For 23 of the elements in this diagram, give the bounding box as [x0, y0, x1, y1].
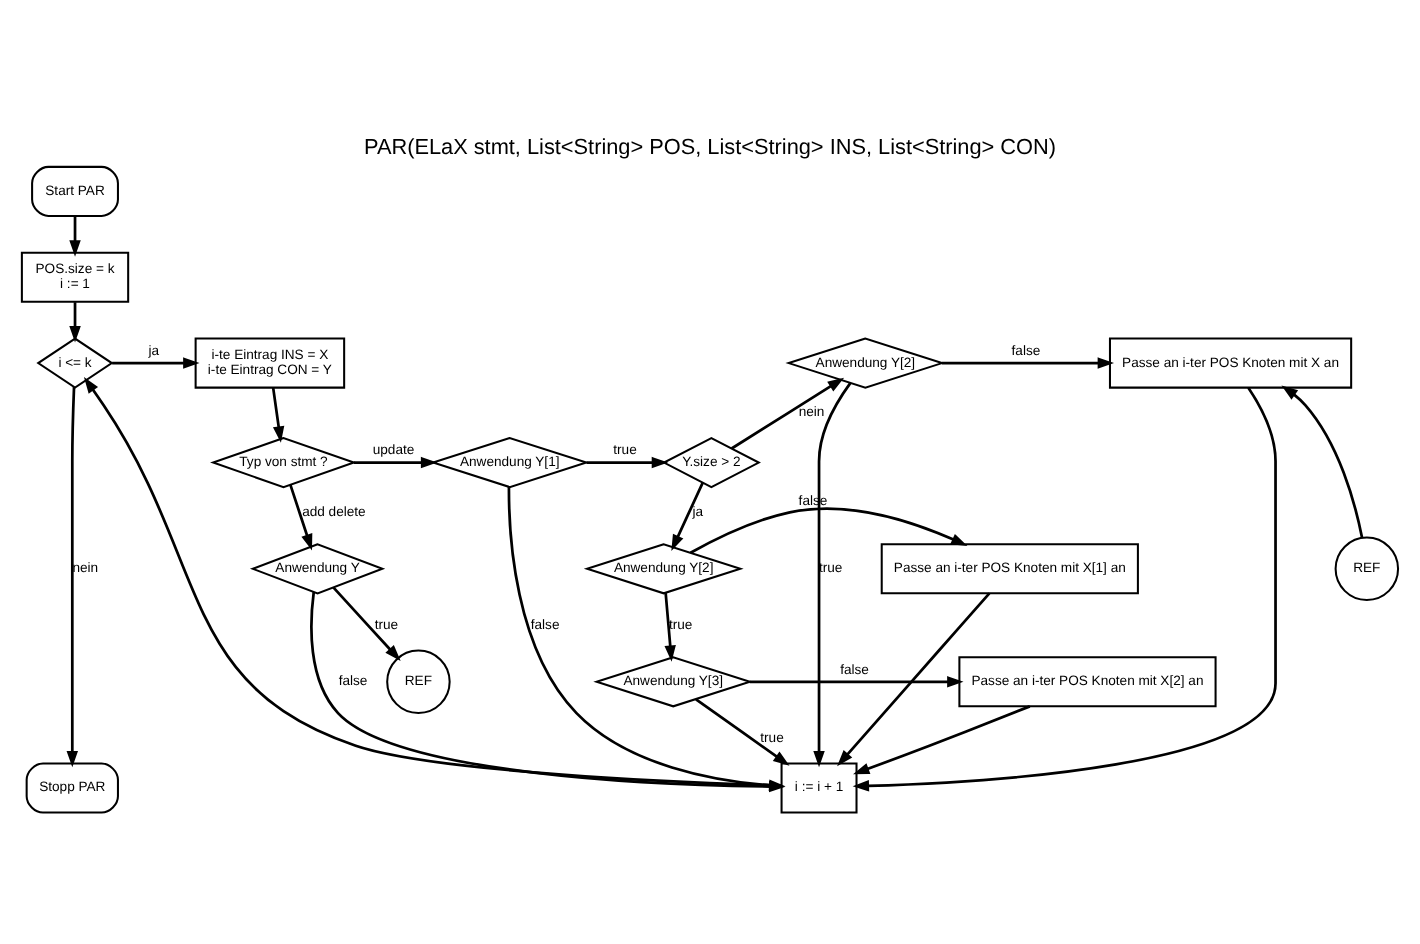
arrow — [69, 302, 81, 343]
arrow — [353, 456, 438, 469]
arrow — [749, 676, 964, 688]
arrow — [671, 482, 704, 551]
arrow — [837, 592, 991, 767]
arrow — [695, 698, 790, 766]
arrow — [271, 387, 285, 443]
arrow — [586, 456, 669, 469]
arrow — [66, 387, 79, 768]
arrow — [664, 592, 676, 662]
arrow — [332, 586, 401, 662]
arrow — [112, 357, 200, 369]
arrow — [1281, 385, 1364, 538]
arrow — [689, 507, 968, 554]
arrow — [813, 382, 852, 768]
arrow — [853, 705, 1031, 775]
arrow — [852, 387, 1277, 792]
arrow — [730, 377, 845, 450]
arrow — [69, 216, 81, 257]
arrow — [941, 357, 1115, 369]
arrow — [83, 376, 782, 787]
arrow — [289, 484, 313, 551]
diagram-title: PAR(ELaX stmt, List<String> POS, List<String> INS, List<String> CON) — [363, 136, 1057, 161]
